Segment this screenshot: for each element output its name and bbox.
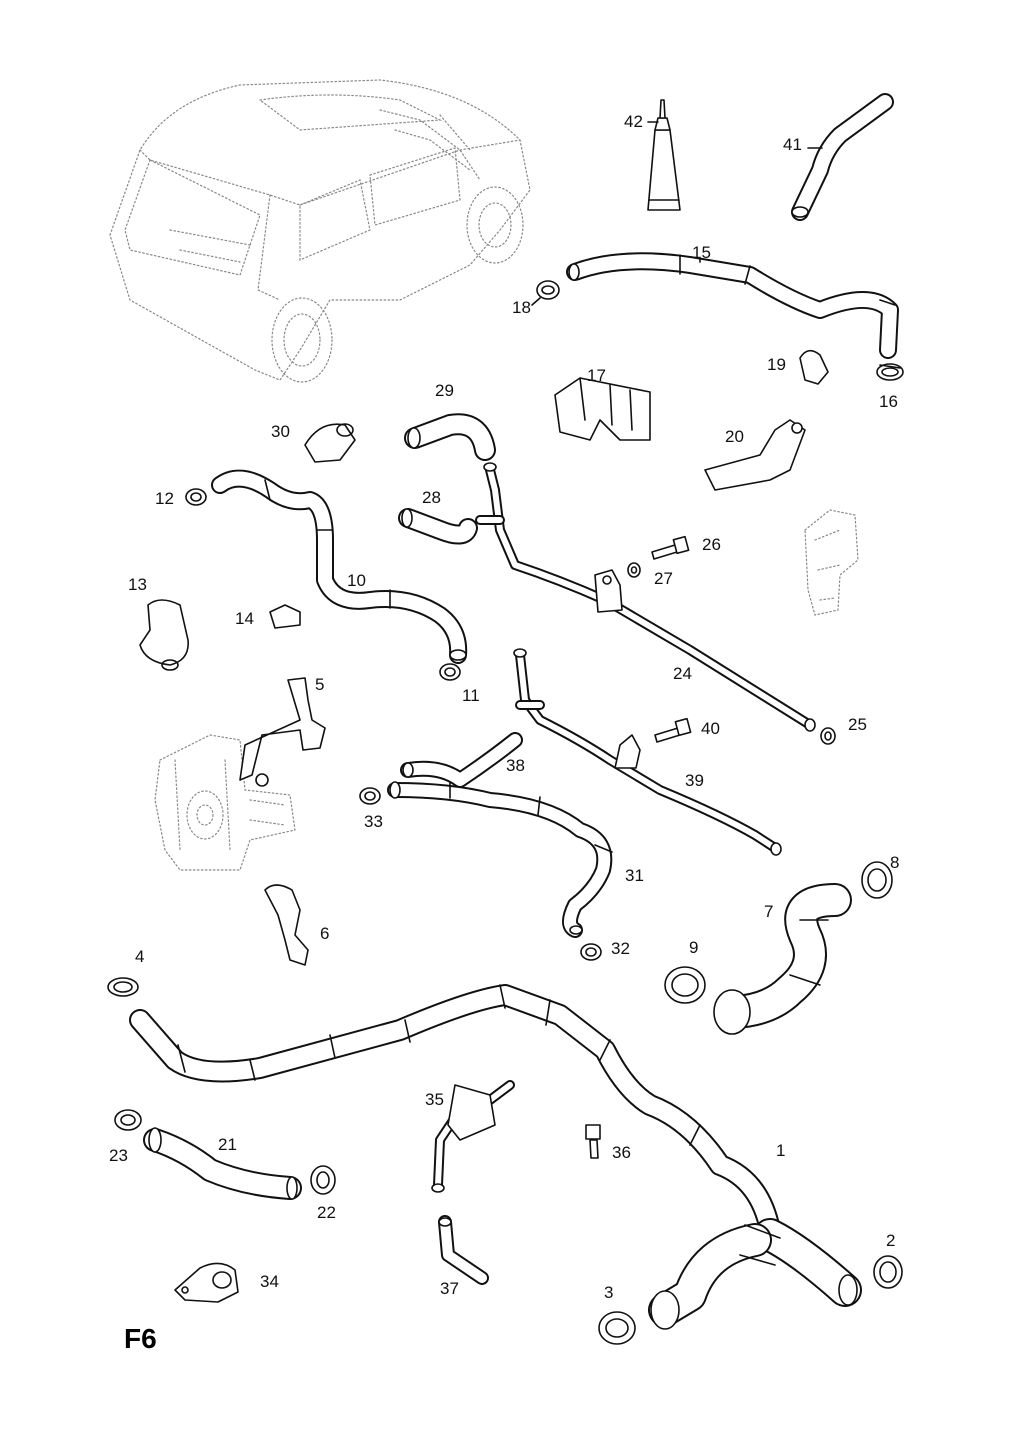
label-33: 33 (364, 812, 383, 831)
coolant-pipe-24 (475, 462, 816, 732)
coolant-hose-1 (129, 984, 862, 1330)
label-13: 13 (128, 575, 147, 594)
label-12: 12 (155, 489, 174, 508)
label-3: 3 (604, 1283, 613, 1302)
coolant-hose-15 (566, 252, 899, 359)
label-37: 37 (440, 1279, 459, 1298)
label-11: 11 (462, 686, 480, 705)
label-18: 18 (512, 298, 531, 317)
coolant-hose-37 (438, 1215, 489, 1285)
label-41: 41 (783, 135, 802, 154)
coolant-hose-29 (404, 413, 496, 461)
label-42: 42 (624, 112, 643, 131)
label-32: 32 (611, 939, 630, 958)
label-34: 34 (260, 1272, 279, 1291)
label-30: 30 (271, 422, 290, 441)
coolant-hose-28 (398, 508, 478, 545)
label-21: 21 (218, 1135, 237, 1154)
coolant-pipe-35 (431, 1080, 515, 1193)
coolant-hose-31 (387, 781, 613, 938)
label-10: 10 (347, 571, 366, 590)
label-26: 26 (702, 535, 721, 554)
label-9: 9 (689, 938, 698, 957)
label-5: 5 (315, 675, 324, 694)
label-31: 31 (625, 866, 644, 885)
coolant-hose-21 (143, 1127, 302, 1200)
engine-bracket-outline (154, 734, 296, 871)
label-27: 27 (654, 569, 673, 588)
label-1: 1 (776, 1141, 785, 1160)
label-23: 23 (109, 1146, 128, 1165)
hose-clamps (107, 280, 904, 1345)
coolant-hose-7 (713, 883, 852, 1035)
leader-lines (531, 121, 823, 306)
label-40: 40 (701, 719, 720, 738)
label-36: 36 (612, 1143, 631, 1162)
label-8: 8 (890, 853, 899, 872)
sheet-label: F6 (124, 1323, 157, 1354)
sealant-tube-42 (647, 99, 681, 211)
label-14: 14 (235, 609, 254, 628)
label-24: 24 (673, 664, 692, 683)
vehicle-outline (109, 79, 531, 383)
label-2: 2 (886, 1231, 895, 1250)
label-16: 16 (879, 392, 898, 411)
coolant-hose-10 (211, 469, 468, 664)
mount-bracket-outline (804, 509, 859, 616)
small-fittings (139, 349, 901, 1303)
label-6: 6 (320, 924, 329, 943)
label-29: 29 (435, 381, 454, 400)
coolant-hose-38 (400, 732, 523, 788)
label-19: 19 (767, 355, 786, 374)
label-38: 38 (506, 756, 525, 775)
label-35: 35 (425, 1090, 444, 1109)
label-17: 17 (587, 366, 606, 385)
label-22: 22 (317, 1203, 336, 1222)
label-7: 7 (764, 902, 773, 921)
label-15: 15 (692, 243, 711, 262)
label-25: 25 (848, 715, 867, 734)
label-39: 39 (685, 771, 704, 790)
part-labels: 1 2 3 4 5 6 7 8 9 10 11 12 13 14 15 16 1… (109, 112, 899, 1302)
label-4: 4 (135, 947, 144, 966)
label-28: 28 (422, 488, 441, 507)
coolant-hose-41 (791, 93, 894, 221)
label-20: 20 (725, 427, 744, 446)
coolant-pipe-39 (513, 648, 782, 856)
